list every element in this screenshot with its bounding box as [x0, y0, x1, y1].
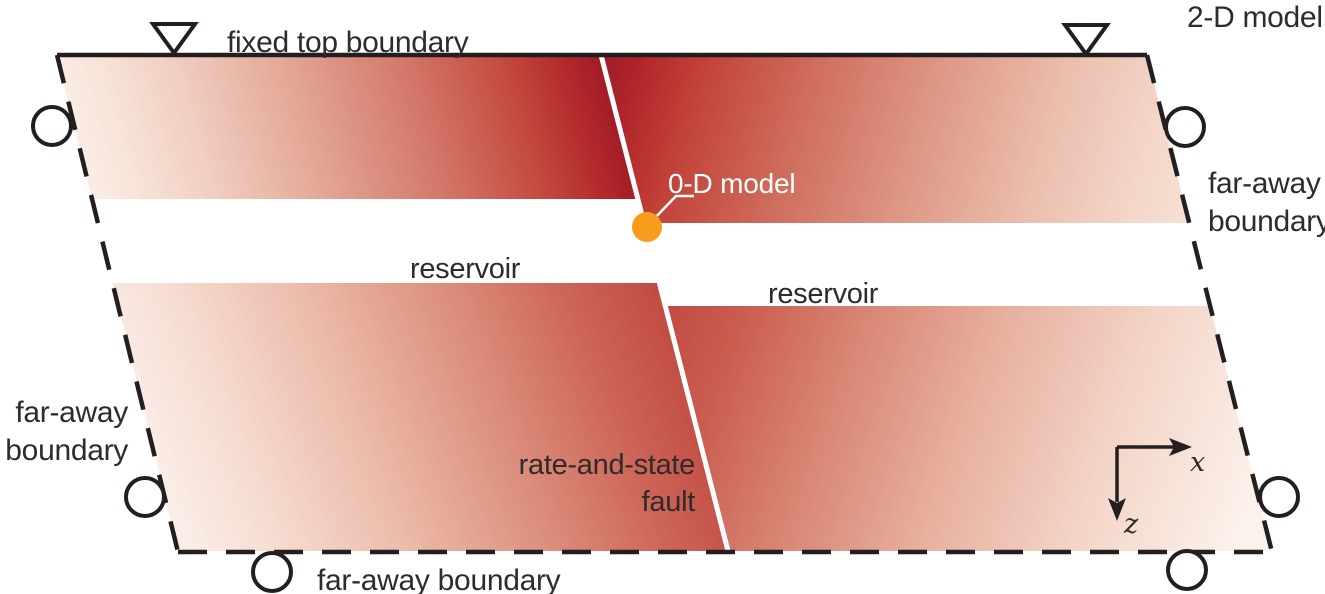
roller-circle-icon [31, 105, 73, 147]
fault-label-line2: fault [642, 486, 696, 518]
zero-d-model-point-icon [632, 212, 662, 242]
two-d-model-label: 2-D model [1187, 1, 1323, 34]
far-away-left-label-line1: far-away [15, 396, 128, 429]
upper-right-overburden-region [601, 55, 1189, 223]
right-far-away-boundary-line [1144, 54, 1275, 553]
z-axis-arrowhead-icon [1108, 498, 1126, 521]
zero-d-leader-line [650, 194, 694, 223]
roller-circle-icon [251, 551, 293, 593]
fixed-top-boundary-label: fixed top boundary [227, 26, 469, 59]
lower-right-underburden-region [665, 306, 1272, 551]
fixed-support-triangle-icon [149, 22, 199, 57]
fault-label-line1: rate-and-state [519, 449, 695, 481]
left-far-away-boundary-line [54, 54, 181, 553]
zero-d-model-label: 0-D model [668, 168, 795, 199]
roller-circle-icon [1258, 476, 1300, 518]
axes-group: x z [1108, 438, 1205, 540]
roller-circle-icon [1164, 106, 1206, 148]
reservoir-right-label: reservoir [768, 278, 879, 310]
fault-trace-line [598, 54, 731, 552]
lower-left-underburden-region [113, 283, 728, 551]
reservoir-left-label: reservoir [410, 253, 521, 285]
z-axis-label: z [1123, 509, 1139, 540]
roller-circle-icon [124, 476, 166, 518]
far-away-right-label-line2: boundary [1208, 205, 1325, 238]
far-away-bottom-label: far-away boundary [317, 564, 561, 594]
x-axis-label: x [1190, 447, 1205, 478]
fixed-support-triangle-icon [1061, 23, 1111, 58]
far-away-left-label-line2: boundary [5, 434, 128, 467]
x-axis-arrowhead-icon [1169, 438, 1192, 456]
upper-left-overburden-region [57, 55, 638, 199]
roller-circle-icon [1166, 549, 1208, 591]
far-away-right-label-line1: far-away [1208, 167, 1321, 200]
